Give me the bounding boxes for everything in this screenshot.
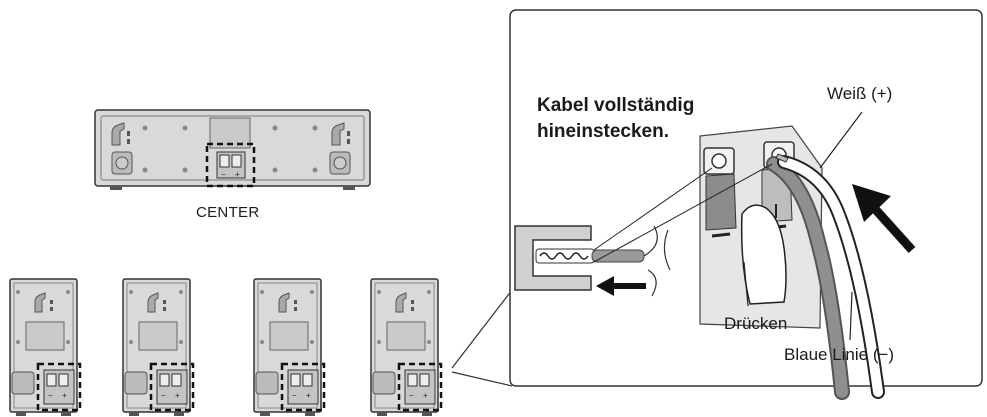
arrow-up-left-icon <box>852 184 916 254</box>
center-minus-mark: − <box>221 170 226 179</box>
detail-inset <box>509 9 983 400</box>
zoom-line-top <box>593 167 713 251</box>
center-speaker: − + <box>94 109 371 190</box>
speaker-1: − + <box>9 278 82 416</box>
instruction-text: Kabel vollständig hineinstecken. <box>537 93 737 145</box>
leader-white <box>819 111 863 169</box>
white-plus-label: Weiß (+) <box>827 84 893 103</box>
speaker-1-plus-mark: + <box>62 391 67 400</box>
finger-illustration <box>740 204 787 305</box>
speaker-2-terminal-highlight <box>149 362 195 412</box>
speaker-4-terminal-highlight <box>397 362 443 412</box>
center-terminal-highlight <box>205 142 256 188</box>
gray-wire <box>768 158 848 398</box>
arrow-left-icon <box>596 276 646 296</box>
callout-line-bottom <box>451 371 513 387</box>
speaker-3-minus-mark: − <box>292 391 297 400</box>
speaker-1-terminal-highlight <box>36 362 82 412</box>
instruction-line-2: hineinstecken. <box>537 121 669 142</box>
speaker-4-minus-mark: − <box>409 391 414 400</box>
instruction-line-1: Kabel vollständig <box>537 95 695 116</box>
speaker-2-minus-mark: − <box>161 391 166 400</box>
speaker-4: − + <box>370 278 443 416</box>
speaker-2-plus-mark: + <box>175 391 180 400</box>
speaker-3: − + <box>253 278 326 416</box>
speaker-2: − + <box>122 278 195 416</box>
white-wire <box>779 157 883 397</box>
wire-insert-zoom <box>514 225 671 297</box>
callout-line-top <box>451 289 513 369</box>
blue-line-minus-label: Blaue Linie (−) <box>784 345 895 364</box>
leader-press <box>743 261 749 307</box>
speaker-3-terminal-highlight <box>280 362 326 412</box>
press-label: Drücken <box>724 314 788 333</box>
speaker-1-minus-mark: − <box>48 391 53 400</box>
leader-blue-line <box>849 291 853 341</box>
center-speaker-label: CENTER <box>196 204 260 221</box>
speaker-4-plus-mark: + <box>423 391 428 400</box>
center-plus-mark: + <box>235 170 240 179</box>
speaker-3-plus-mark: + <box>306 391 311 400</box>
zoom-line-bottom <box>593 163 773 263</box>
